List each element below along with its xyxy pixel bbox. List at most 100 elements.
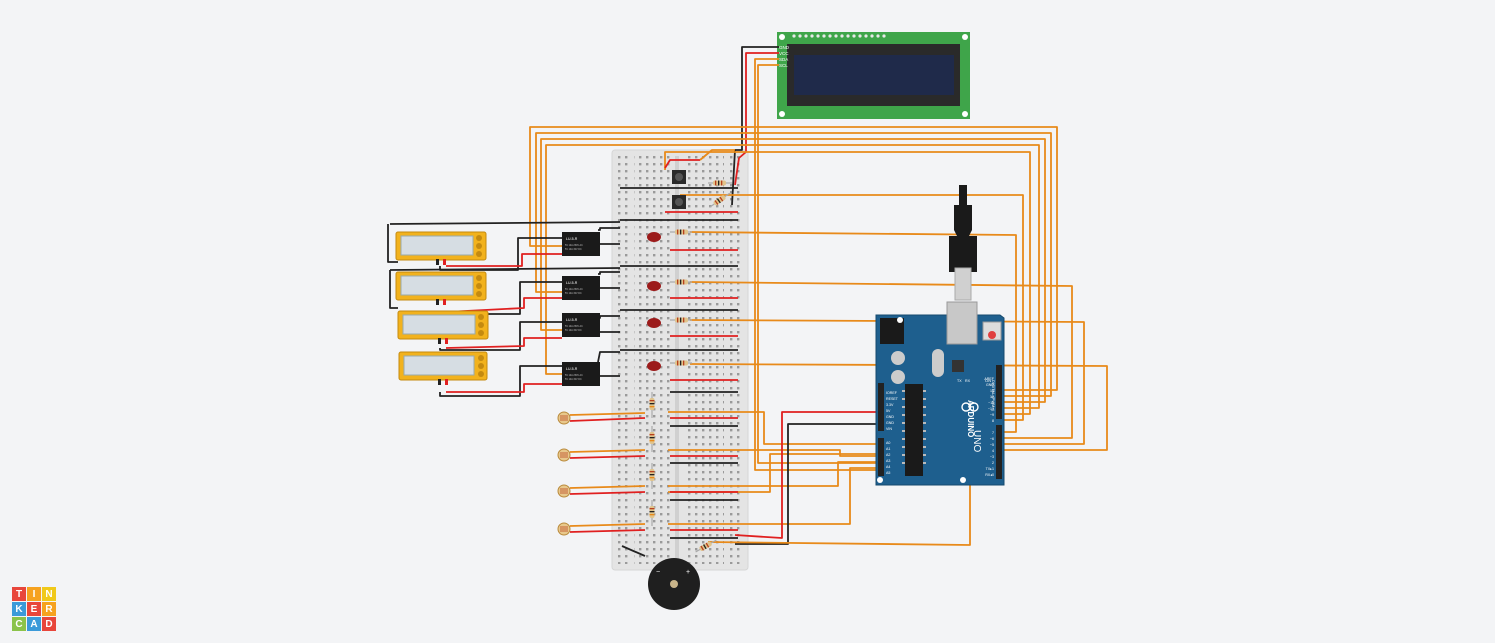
relay-label: LU-5-R bbox=[566, 318, 578, 322]
resistor bbox=[709, 192, 731, 208]
pin-9: ~9 bbox=[990, 413, 994, 417]
logo-letter: K bbox=[12, 602, 26, 616]
piezo-buzzer[interactable]: − + bbox=[648, 558, 700, 610]
pushbutton-2[interactable] bbox=[672, 195, 686, 209]
pin-a5: A5 bbox=[886, 471, 890, 475]
resistor bbox=[649, 392, 655, 418]
photoresistor-1[interactable] bbox=[557, 411, 571, 425]
relay-label: LU-5-R bbox=[566, 367, 578, 371]
pushbutton-1[interactable] bbox=[672, 170, 686, 184]
arduino-brand: ARDUINO bbox=[966, 400, 975, 437]
relay-spec: 5V 10A 250V AC bbox=[565, 374, 583, 377]
logo-letter: C bbox=[12, 617, 26, 631]
rx-label: RX bbox=[965, 379, 971, 383]
analog-header[interactable] bbox=[878, 438, 884, 476]
resistor bbox=[670, 317, 692, 323]
resistor bbox=[670, 279, 692, 285]
photoresistor-3[interactable] bbox=[557, 484, 571, 498]
relay-1[interactable]: LU-5-R 5V 10A 250V AC 5V 10A 30V DC bbox=[562, 232, 600, 256]
breadboard[interactable] bbox=[611, 149, 749, 571]
pin-10: ~10 bbox=[988, 407, 994, 411]
logo-letter: I bbox=[27, 587, 41, 601]
photoresistor-4[interactable] bbox=[557, 522, 571, 536]
logo-letter: N bbox=[42, 587, 56, 601]
light-module-4[interactable] bbox=[398, 351, 488, 385]
resistor bbox=[649, 463, 655, 489]
pin-vin: VIN bbox=[886, 427, 892, 431]
pin-3v3: 3.3V bbox=[886, 403, 894, 407]
lcd-display[interactable]: GND VCC SDA SCL bbox=[777, 32, 970, 119]
pin-rx0: RX◂0 bbox=[985, 473, 994, 477]
logo-letter: T bbox=[12, 587, 26, 601]
pin-a2: A2 bbox=[886, 453, 890, 457]
pin-a3: A3 bbox=[886, 459, 890, 463]
logo-letter: E bbox=[27, 602, 41, 616]
relay-3[interactable]: LU-5-R 5V 10A 250V AC 5V 10A 30V DC bbox=[562, 313, 600, 337]
pin-gnd-3: GND bbox=[986, 383, 994, 387]
pin-4: 4 bbox=[992, 449, 994, 453]
power-header[interactable] bbox=[878, 383, 884, 431]
usb-cable[interactable] bbox=[949, 185, 977, 301]
relay-spec: 5V 10A 250V AC bbox=[565, 244, 583, 247]
pin-gnd-2: GND bbox=[886, 421, 894, 425]
resistor bbox=[649, 500, 655, 526]
pin-ioref: IOREF bbox=[886, 391, 898, 395]
logo-letter: R bbox=[42, 602, 56, 616]
pin-a4: A4 bbox=[886, 465, 890, 469]
tx-label: TX bbox=[957, 379, 962, 383]
relay-label: LU-5-R bbox=[566, 281, 578, 285]
pin-tx1: TX▸1 bbox=[986, 467, 994, 471]
light-module-1[interactable] bbox=[395, 231, 487, 265]
pin-aref: AREF bbox=[984, 377, 994, 381]
pin-7: 7 bbox=[992, 431, 994, 435]
relay-spec: 5V 10A 30V DC bbox=[565, 378, 582, 381]
pin-3: ~3 bbox=[990, 455, 994, 459]
pin-a1: A1 bbox=[886, 447, 890, 451]
pin-6: ~6 bbox=[990, 437, 994, 441]
photoresistor-2[interactable] bbox=[557, 448, 571, 462]
arduino-uno[interactable]: ARDUINO UNO DIGITAL (PWM~) ON TX RX IORE… bbox=[875, 301, 1005, 486]
resistors[interactable] bbox=[649, 180, 733, 555]
usb-port bbox=[946, 301, 978, 345]
reset-button[interactable] bbox=[988, 331, 996, 339]
buzzer-plus: + bbox=[686, 569, 690, 576]
digital-header-top[interactable] bbox=[996, 365, 1002, 419]
led-2[interactable] bbox=[647, 281, 661, 291]
resistor bbox=[670, 229, 692, 235]
relay-spec: 5V 10A 30V DC bbox=[565, 248, 582, 251]
led-3[interactable] bbox=[647, 318, 661, 328]
pin-a0: A0 bbox=[886, 441, 890, 445]
resistor bbox=[670, 360, 692, 366]
digital-header-bottom[interactable] bbox=[996, 425, 1002, 479]
arduino-model: UNO bbox=[971, 430, 982, 452]
relay-spec: 5V 10A 250V AC bbox=[565, 288, 583, 291]
tinkercad-logo[interactable]: T I N K E R C A D bbox=[12, 587, 56, 631]
relay-2[interactable]: LU-5-R 5V 10A 250V AC 5V 10A 30V DC bbox=[562, 276, 600, 300]
lcd-pin-gnd: GND bbox=[779, 45, 790, 50]
light-module-2[interactable] bbox=[395, 271, 487, 305]
light-module-3[interactable] bbox=[397, 310, 489, 344]
on-label: ON bbox=[985, 378, 991, 383]
relay-spec: 5V 10A 30V DC bbox=[565, 329, 582, 332]
lcd-pin-scl: SCL bbox=[779, 63, 788, 68]
digital-label: DIGITAL (PWM~) bbox=[991, 380, 996, 412]
pin-13: 13 bbox=[990, 389, 994, 393]
pin-reset: RESET bbox=[886, 397, 899, 401]
pin-2: 2 bbox=[992, 461, 994, 465]
wires[interactable] bbox=[387, 46, 1108, 557]
relay-label: LU-5-R bbox=[566, 237, 578, 241]
led-4[interactable] bbox=[647, 361, 661, 371]
resistor bbox=[649, 426, 655, 452]
relay-spec: 5V 10A 250V AC bbox=[565, 325, 583, 328]
relay-4[interactable]: LU-5-R 5V 10A 250V AC 5V 10A 30V DC bbox=[562, 362, 600, 386]
led-1[interactable] bbox=[647, 232, 661, 242]
pin-11: ~11 bbox=[988, 401, 994, 405]
atmega-chip bbox=[905, 384, 923, 476]
logo-letter: D bbox=[42, 617, 56, 631]
pin-5v: 5V bbox=[886, 409, 891, 413]
logo-letter: A bbox=[27, 617, 41, 631]
relay-spec: 5V 10A 30V DC bbox=[565, 292, 582, 295]
lcd-screen bbox=[794, 55, 954, 95]
pin-gnd-1: GND bbox=[886, 415, 894, 419]
